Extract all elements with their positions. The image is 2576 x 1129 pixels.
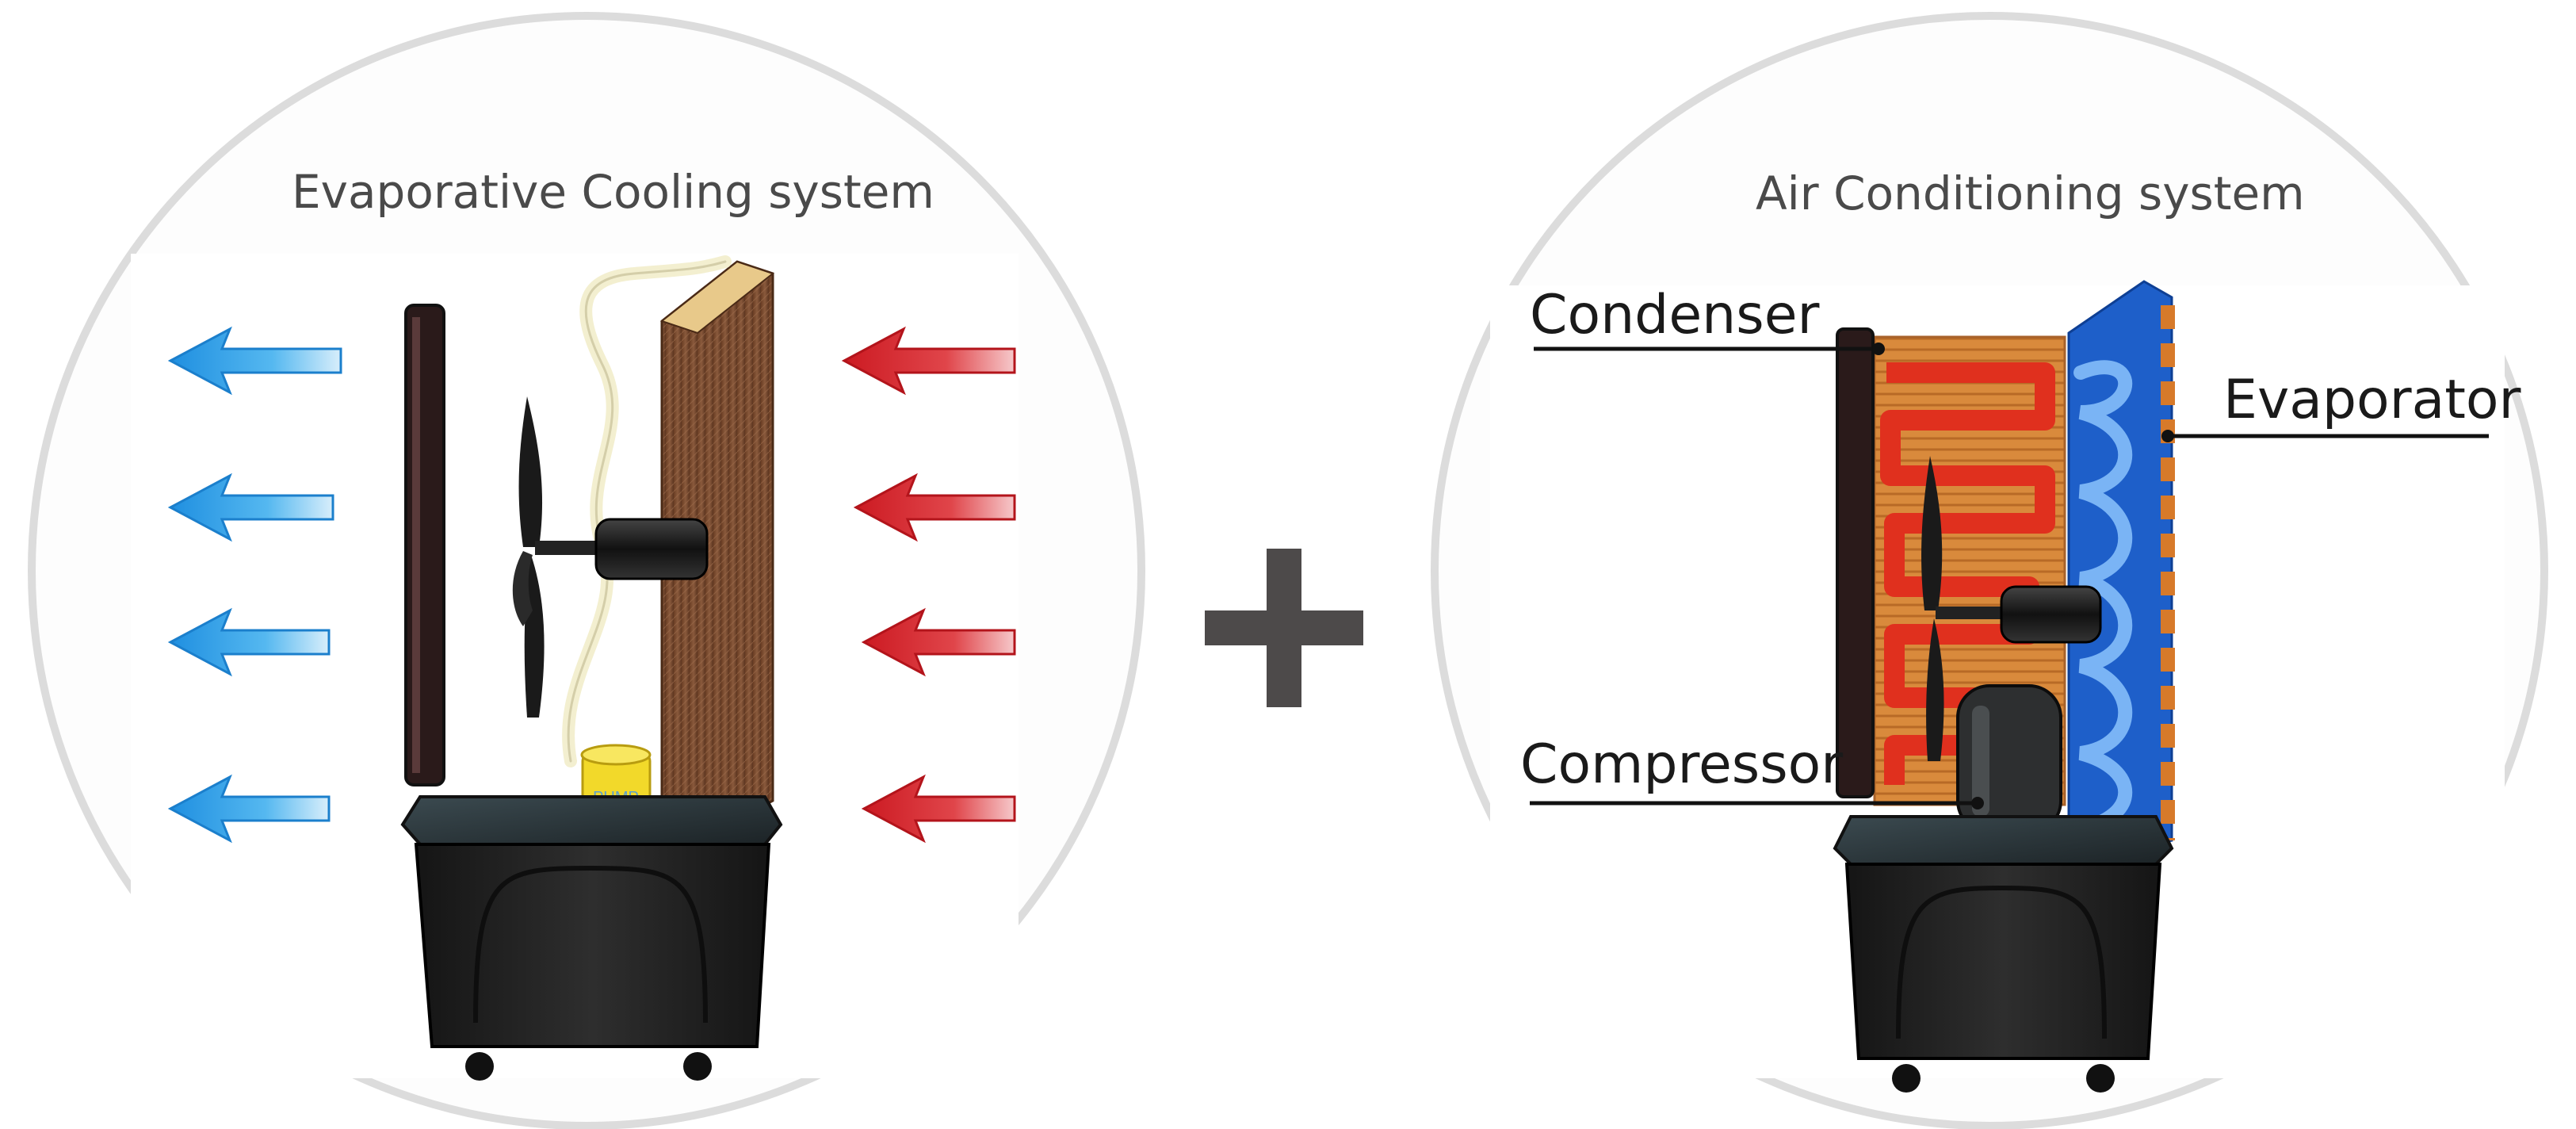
evaporator-label: Evaporator — [2223, 369, 2521, 431]
ac-fan-shaft — [1936, 607, 2003, 619]
fan-motor — [596, 519, 707, 579]
evaporator-leader-dot — [2161, 430, 2174, 442]
front-grille-highlight — [412, 317, 420, 773]
ac-fan-motor — [2001, 587, 2100, 642]
compressor-leader-dot — [1971, 797, 1984, 809]
pump-top — [582, 745, 650, 764]
ac-tank-wheel — [1892, 1064, 1921, 1093]
ac-tank-wheel — [2086, 1064, 2115, 1093]
tank-body — [416, 844, 769, 1047]
front-grille-panel — [406, 305, 444, 785]
condenser-leader-dot — [1872, 343, 1885, 355]
water-tank — [403, 797, 781, 1081]
ac-water-tank — [1835, 817, 2172, 1093]
tank-rim — [403, 797, 781, 844]
ac-front-grille — [1837, 329, 1873, 797]
plus-vertical — [1267, 549, 1301, 707]
right-panel-title: Air Conditioning system — [1756, 166, 2305, 220]
fan-shaft — [535, 541, 598, 555]
condenser-label: Condenser — [1530, 284, 1820, 346]
ac-tank-body — [1847, 864, 2160, 1058]
tank-wheel — [683, 1052, 712, 1081]
left-panel-title: Evaporative Cooling system — [292, 165, 934, 219]
compressor-label: Compressor — [1520, 733, 1843, 796]
tank-wheel — [465, 1052, 494, 1081]
ac-tank-rim — [1835, 817, 2172, 864]
plus-sign — [1205, 549, 1363, 707]
